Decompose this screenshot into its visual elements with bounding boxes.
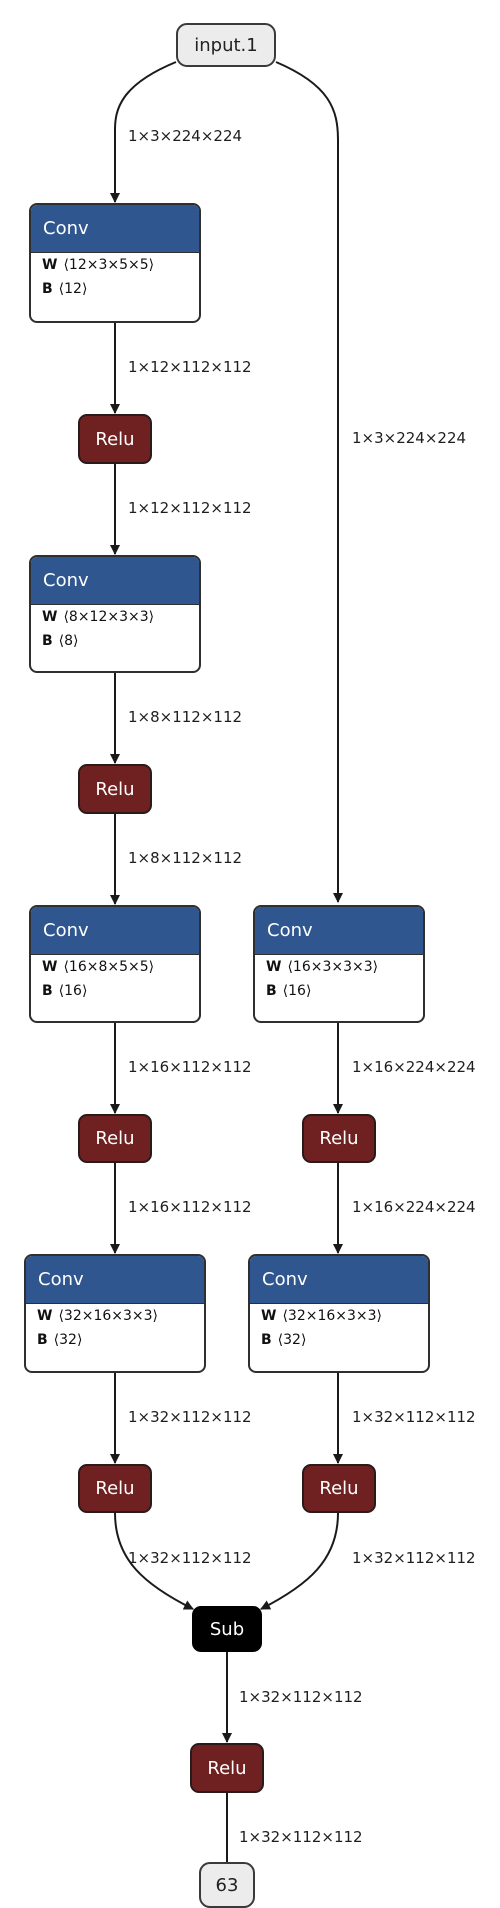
conv-weight-row: W ⟨12×3×5×5⟩	[31, 253, 199, 277]
conv-bias-row: B ⟨16⟩	[31, 979, 199, 1003]
bias-key: B	[42, 281, 53, 297]
relu-node-a3[interactable]: Relu	[78, 1114, 152, 1163]
relu-label: Relu	[95, 1128, 135, 1149]
conv-weight-row: W ⟨8×12×3×3⟩	[31, 605, 199, 629]
bias-shape: ⟨16⟩	[58, 983, 88, 999]
weight-key: W	[42, 959, 58, 975]
conv-title: Conv	[31, 205, 199, 253]
relu-node-tail[interactable]: Relu	[190, 1743, 264, 1793]
weight-shape: ⟨16×8×5×5⟩	[63, 959, 155, 975]
bias-shape: ⟨32⟩	[277, 1332, 307, 1348]
edge-b4	[260, 1512, 339, 1610]
conv-bias-row: B ⟨16⟩	[255, 979, 423, 1003]
conv-bias-row: B ⟨12⟩	[31, 277, 199, 301]
output-node[interactable]: 63	[199, 1862, 255, 1908]
conv-bias-row: B ⟨32⟩	[250, 1328, 428, 1352]
edge-label-a8: 1×32×112×112	[128, 1549, 252, 1567]
relu-label: Relu	[207, 1757, 247, 1779]
edge-label-a0: 1×3×224×224	[128, 127, 243, 145]
edge-label-tail1: 1×32×112×112	[239, 1828, 363, 1846]
edge-label-a7: 1×32×112×112	[128, 1408, 252, 1426]
conv-bias-row: B ⟨32⟩	[26, 1328, 204, 1352]
weight-key: W	[261, 1308, 277, 1324]
relu-label: Relu	[319, 1128, 359, 1149]
bias-key: B	[261, 1332, 272, 1348]
conv-title: Conv	[31, 907, 199, 955]
output-node-label: 63	[215, 1874, 239, 1896]
relu-node-a4[interactable]: Relu	[78, 1464, 152, 1513]
bias-key: B	[37, 1332, 48, 1348]
relu-label: Relu	[319, 1478, 359, 1499]
input-node[interactable]: input.1	[176, 23, 276, 67]
weight-shape: ⟨16×3×3×3⟩	[287, 959, 379, 975]
conv-title: Conv	[26, 1256, 204, 1304]
sub-label: Sub	[209, 1618, 245, 1640]
weight-shape: ⟨32×16×3×3⟩	[58, 1308, 159, 1324]
edge-label-a3: 1×8×112×112	[128, 708, 243, 726]
conv-title: Conv	[31, 557, 199, 605]
edge-label-b2: 1×16×224×224	[352, 1198, 476, 1216]
relu-node-b2[interactable]: Relu	[302, 1464, 376, 1513]
bias-shape: ⟨8⟩	[58, 633, 79, 649]
edge-label-a5: 1×16×112×112	[128, 1058, 252, 1076]
relu-label: Relu	[95, 1478, 135, 1499]
edge-label-tail0: 1×32×112×112	[239, 1688, 363, 1706]
weight-key: W	[37, 1308, 53, 1324]
weight-key: W	[42, 609, 58, 625]
conv-node-a3[interactable]: Conv W ⟨16×8×5×5⟩ B ⟨16⟩	[29, 905, 201, 1023]
weight-key: W	[266, 959, 282, 975]
edge-input-to-conv-b1	[275, 61, 343, 903]
conv-node-b2[interactable]: Conv W ⟨32×16×3×3⟩ B ⟨32⟩	[248, 1254, 430, 1373]
conv-weight-row: W ⟨16×3×3×3⟩	[255, 955, 423, 979]
edge-label-a2: 1×12×112×112	[128, 499, 252, 517]
bias-key: B	[266, 983, 277, 999]
conv-weight-row: W ⟨32×16×3×3⟩	[26, 1304, 204, 1328]
edge-label-b4: 1×32×112×112	[352, 1549, 476, 1567]
relu-label: Relu	[95, 428, 135, 450]
sub-node[interactable]: Sub	[192, 1606, 262, 1652]
weight-shape: ⟨32×16×3×3⟩	[282, 1308, 383, 1324]
edge-a8	[114, 1512, 194, 1610]
bias-key: B	[42, 633, 53, 649]
bias-key: B	[42, 983, 53, 999]
weight-shape: ⟨8×12×3×3⟩	[63, 609, 155, 625]
conv-bias-row: B ⟨8⟩	[31, 629, 199, 653]
edge-label-b3: 1×32×112×112	[352, 1408, 476, 1426]
relu-node-a2[interactable]: Relu	[78, 764, 152, 814]
relu-node-a1[interactable]: Relu	[78, 414, 152, 464]
conv-weight-row: W ⟨32×16×3×3⟩	[250, 1304, 428, 1328]
input-node-label: input.1	[194, 34, 258, 56]
bias-shape: ⟨12⟩	[58, 281, 88, 297]
conv-node-b1[interactable]: Conv W ⟨16×3×3×3⟩ B ⟨16⟩	[253, 905, 425, 1023]
conv-title: Conv	[250, 1256, 428, 1304]
edge-label-b1: 1×16×224×224	[352, 1058, 476, 1076]
conv-title: Conv	[255, 907, 423, 955]
conv-weight-row: W ⟨16×8×5×5⟩	[31, 955, 199, 979]
bias-shape: ⟨16⟩	[282, 983, 312, 999]
edge-label-b0: 1×3×224×224	[352, 429, 467, 447]
weight-key: W	[42, 257, 58, 273]
edge-label-a4: 1×8×112×112	[128, 849, 243, 867]
bias-shape: ⟨32⟩	[53, 1332, 83, 1348]
weight-shape: ⟨12×3×5×5⟩	[63, 257, 155, 273]
conv-node-a4[interactable]: Conv W ⟨32×16×3×3⟩ B ⟨32⟩	[24, 1254, 206, 1373]
edge-label-a6: 1×16×112×112	[128, 1198, 252, 1216]
relu-label: Relu	[95, 778, 135, 800]
conv-node-a2[interactable]: Conv W ⟨8×12×3×3⟩ B ⟨8⟩	[29, 555, 201, 673]
conv-node-a1[interactable]: Conv W ⟨12×3×5×5⟩ B ⟨12⟩	[29, 203, 201, 323]
edge-label-a1: 1×12×112×112	[128, 358, 252, 376]
edge-input-to-conv-a1	[110, 61, 177, 203]
relu-node-b1[interactable]: Relu	[302, 1114, 376, 1163]
